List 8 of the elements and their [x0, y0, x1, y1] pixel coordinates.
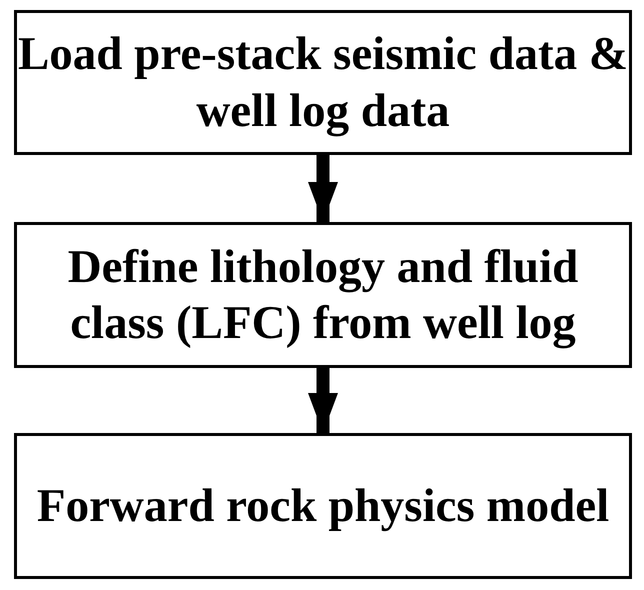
box-text: Forward rock physics model — [36, 478, 610, 534]
arrow — [308, 368, 338, 433]
process-box — [14, 222, 632, 368]
process-box — [14, 10, 632, 155]
box-text: Load pre-stack seismic data & well log data — [17, 27, 629, 138]
box-text: Define lithology and fluid class (LFC) from well log — [66, 240, 580, 351]
process-box — [14, 433, 632, 579]
arrow — [308, 155, 338, 222]
